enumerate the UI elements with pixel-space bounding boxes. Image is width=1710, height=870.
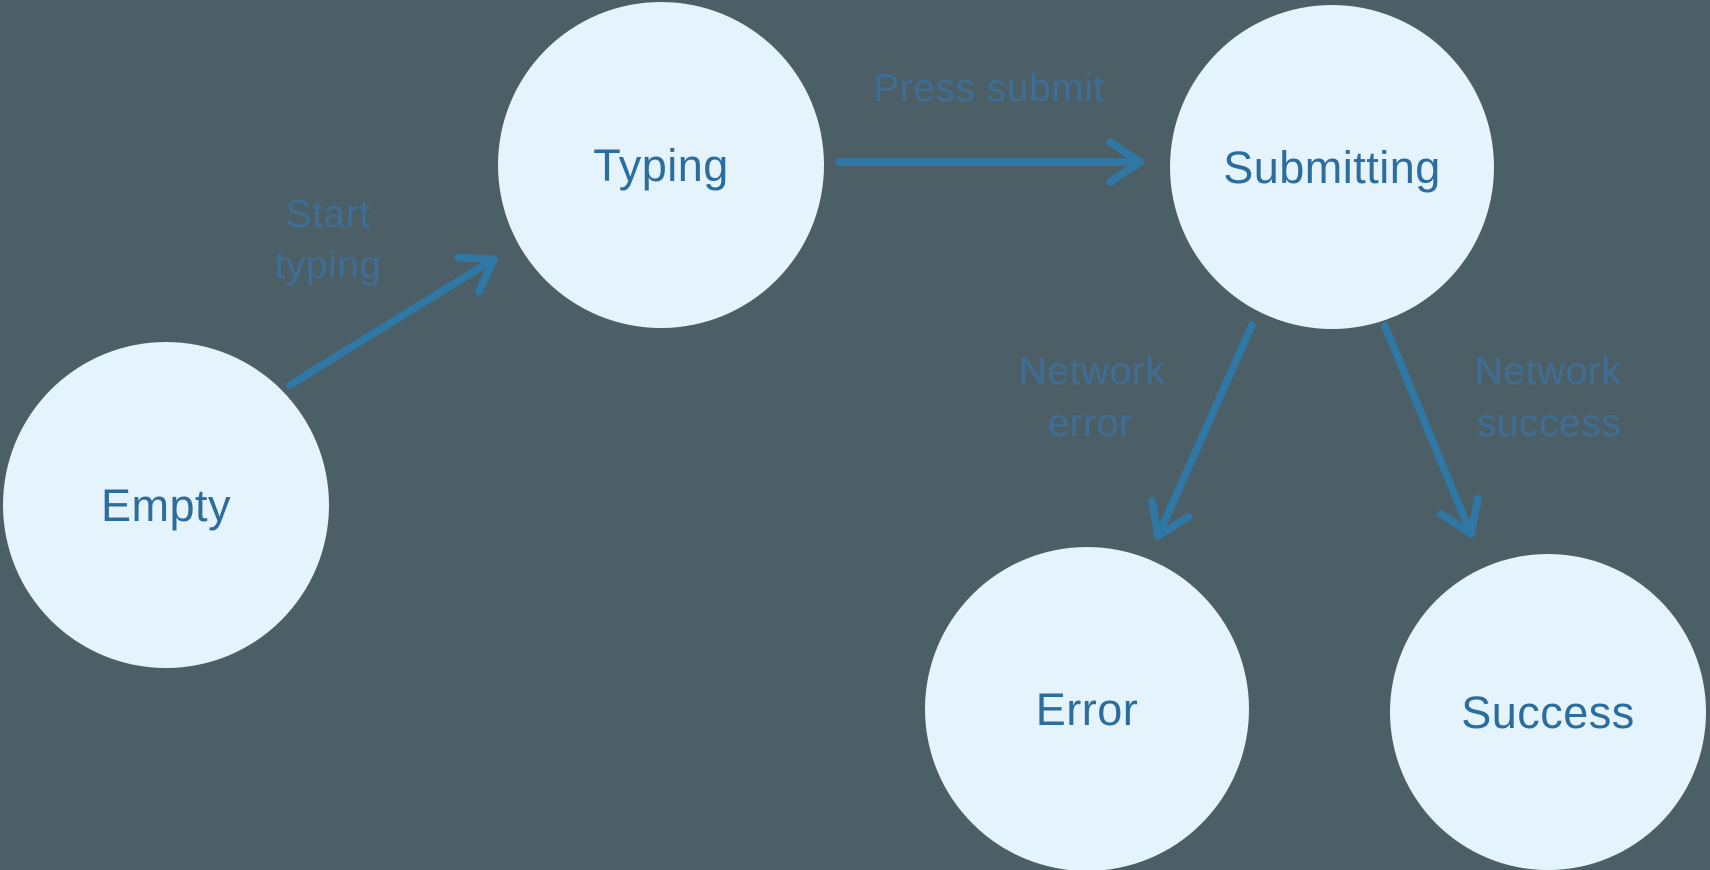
state-node-error-label: Error — [1036, 684, 1139, 735]
state-node-submitting: Submitting — [1170, 5, 1494, 329]
edge-network-error-label-line2: error — [1048, 402, 1133, 445]
edge-start-typing-line — [286, 253, 498, 389]
state-node-success-circle — [1390, 554, 1706, 870]
edge-network-error-label-line1: Network — [1019, 350, 1166, 393]
state-node-empty-label: Empty — [101, 480, 231, 531]
state-node-submitting-label: Submitting — [1223, 142, 1441, 193]
edge-network-error: Network error — [1019, 321, 1256, 540]
edge-network-success-line — [1381, 322, 1482, 538]
edge-press-submit: Press submit — [835, 67, 1144, 186]
edge-network-success-label-line1: Network — [1475, 350, 1622, 393]
state-node-success: Success — [1390, 554, 1706, 870]
state-node-error: Error — [925, 547, 1249, 870]
edge-start-typing-label-line1: Start — [286, 193, 371, 236]
state-node-typing-label: Typing — [593, 140, 729, 191]
edge-start-typing: Start typing — [274, 193, 498, 389]
state-node-error-circle — [925, 547, 1249, 870]
edge-press-submit-label: Press submit — [873, 67, 1104, 110]
state-node-submitting-circle — [1170, 5, 1494, 329]
state-node-empty: Empty — [3, 342, 329, 668]
state-node-empty-circle — [3, 342, 329, 668]
edge-start-typing-label-line2: typing — [274, 244, 381, 287]
state-node-success-label: Success — [1461, 687, 1635, 738]
edge-network-success-label-line2: success — [1477, 402, 1621, 445]
edge-network-error-line — [1148, 321, 1256, 540]
state-node-typing: Typing — [498, 2, 824, 328]
edge-network-success: Network success — [1381, 322, 1622, 538]
state-node-typing-circle — [498, 2, 824, 328]
